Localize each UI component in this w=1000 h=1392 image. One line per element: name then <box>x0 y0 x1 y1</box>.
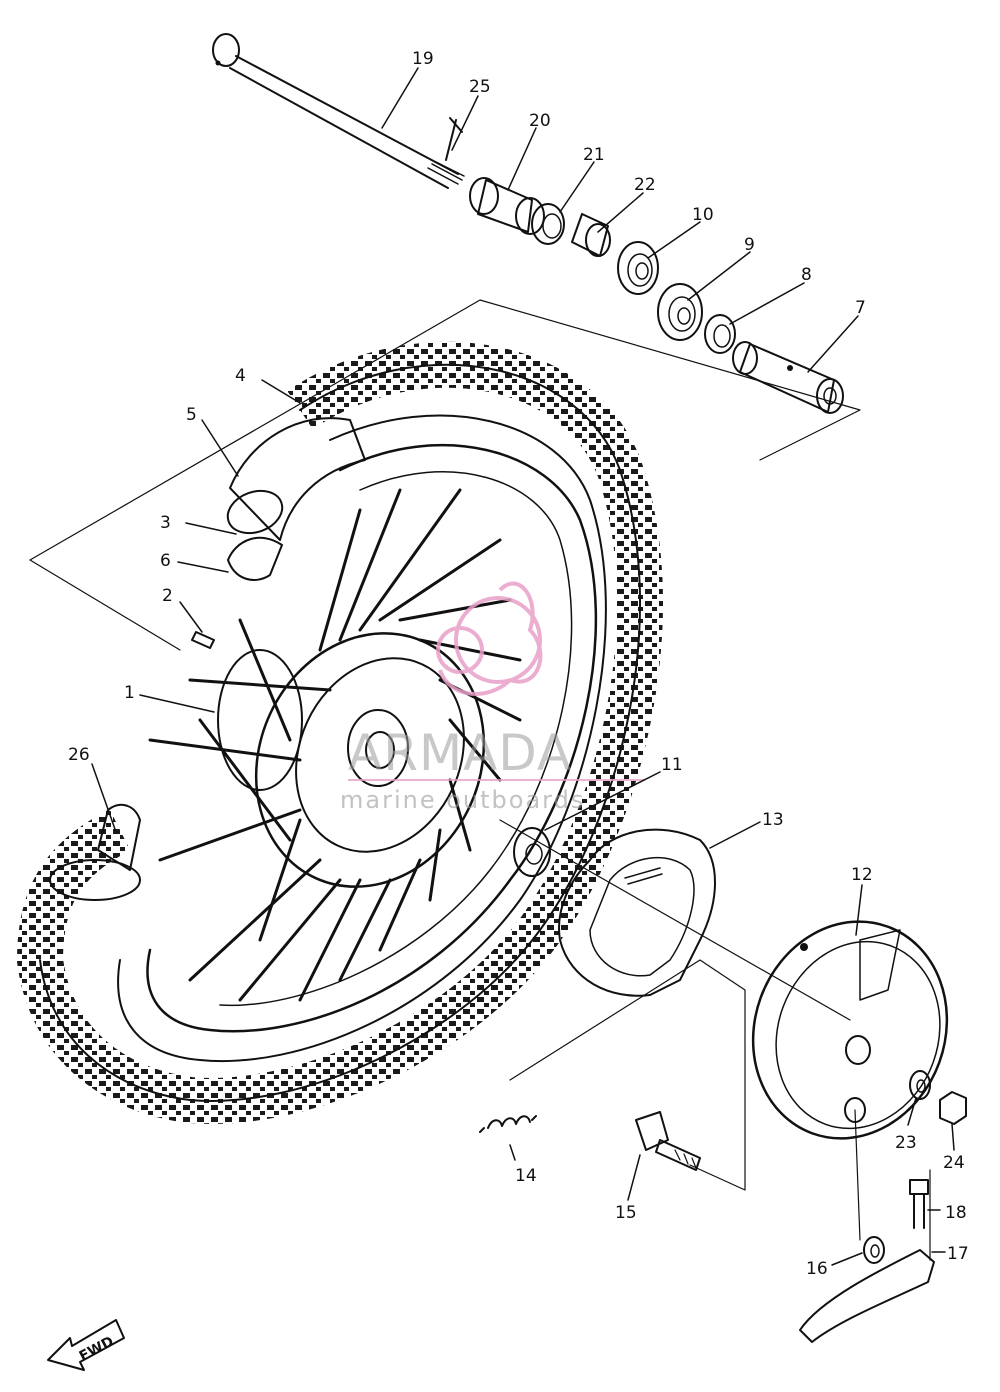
oil-seal <box>531 203 565 245</box>
brake-camshaft <box>635 1111 701 1171</box>
callout-labels: 19 25 20 21 22 10 9 8 7 4 5 3 6 2 1 26 1… <box>68 49 969 1279</box>
callout-3: 3 <box>160 513 171 533</box>
callout-4: 4 <box>235 366 246 386</box>
watermark-logo-icon <box>436 581 543 696</box>
callout-6: 6 <box>160 551 171 571</box>
oil-seal-outer <box>704 314 736 354</box>
bearing-right <box>657 283 703 341</box>
callout-19: 19 <box>412 49 434 69</box>
front-tire <box>16 341 663 1124</box>
callout-5: 5 <box>186 405 197 425</box>
watermark: ARMADA marine outboards <box>340 581 645 814</box>
wheel-hub <box>217 632 486 888</box>
front-axle <box>212 33 465 189</box>
callout-17: 17 <box>947 1244 969 1264</box>
hub-bearing <box>513 827 551 877</box>
callout-26: 26 <box>68 745 90 765</box>
callout-24: 24 <box>943 1153 965 1173</box>
callout-7: 7 <box>855 298 866 318</box>
cotter-pin <box>445 117 463 161</box>
spoke-nipple <box>191 631 215 649</box>
callout-15: 15 <box>615 1203 637 1223</box>
cam-lever-bolt <box>909 1179 929 1229</box>
callout-18: 18 <box>945 1203 967 1223</box>
callout-11: 11 <box>661 755 683 775</box>
callout-13: 13 <box>762 810 784 830</box>
assembly-guide-lines <box>29 299 931 1261</box>
spacer <box>571 213 611 257</box>
bearing-left <box>617 241 659 295</box>
callout-1: 1 <box>124 683 135 703</box>
rim-band <box>227 536 283 581</box>
inner-tube <box>226 417 366 541</box>
callout-25: 25 <box>469 77 491 97</box>
forward-direction-arrow: FWD <box>47 1319 125 1371</box>
shoe-spring <box>479 1115 537 1133</box>
axle-collar <box>469 177 545 235</box>
callout-leaders <box>91 67 955 1266</box>
outer-collar <box>732 341 844 414</box>
camshaft-lever <box>799 1249 935 1343</box>
callout-22: 22 <box>634 175 656 195</box>
callout-14: 14 <box>515 1166 537 1186</box>
watermark-tagline: marine outboards <box>340 786 585 814</box>
brake-plate <box>751 920 949 1140</box>
callout-21: 21 <box>583 145 605 165</box>
fwd-label: FWD <box>77 1334 117 1365</box>
callout-9: 9 <box>744 235 755 255</box>
callout-8: 8 <box>801 265 812 285</box>
callout-16: 16 <box>806 1259 828 1279</box>
callout-20: 20 <box>529 111 551 131</box>
spokes <box>148 488 522 1002</box>
washer <box>909 1070 931 1100</box>
watermark-brand: ARMADA <box>348 724 572 782</box>
lever-washer <box>863 1236 885 1264</box>
callout-12: 12 <box>851 865 873 885</box>
wheel-rim <box>146 443 598 1033</box>
callout-10: 10 <box>692 205 714 225</box>
callout-23: 23 <box>895 1133 917 1153</box>
castle-nut <box>939 1091 967 1125</box>
brake-shoes <box>558 828 716 997</box>
callout-2: 2 <box>162 586 173 606</box>
